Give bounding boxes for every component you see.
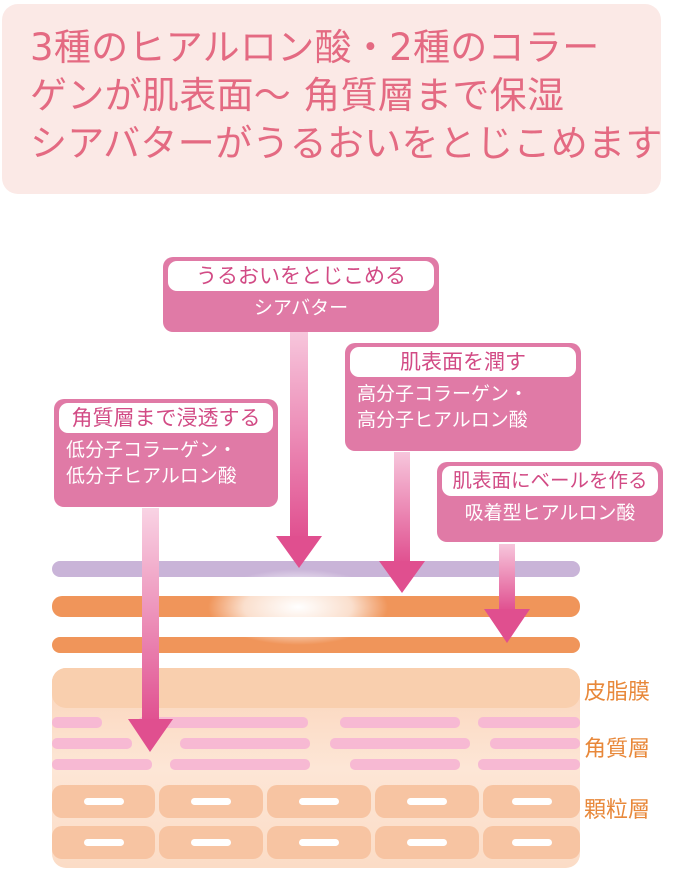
label-surface-line-1: 高分子コラーゲン・ <box>357 383 529 405</box>
label-stratum-line-1: 低分子コラーゲン・ <box>66 439 238 461</box>
label-stratum-penetration: 角質層まで浸透する 低分子コラーゲン・ 低分子ヒアルロン酸 <box>54 399 278 507</box>
label-shea-line-1: シアバター <box>253 297 349 319</box>
label-veil-line-1: 吸着型ヒアルロン酸 <box>464 502 636 524</box>
arrow-veil <box>484 544 530 643</box>
label-surface-title: 肌表面を潤す <box>350 347 576 377</box>
arrow-shea <box>276 332 322 568</box>
headline-line-3: シアバターがうるおいをとじこめます <box>30 122 663 165</box>
label-shea-title: うるおいをとじこめる <box>168 261 434 291</box>
corneum-cells <box>52 717 580 770</box>
label-veil-title: 肌表面にベールを作る <box>442 466 658 496</box>
layer-label-stratum-corneum: 角質層 <box>584 737 651 762</box>
label-stratum-title: 角質層まで浸透する <box>59 403 273 433</box>
label-stratum-line-2: 低分子ヒアルロン酸 <box>66 465 237 487</box>
granular-nuclei <box>84 798 552 846</box>
penetration-glow <box>208 569 388 645</box>
label-skin-surface: 肌表面を潤す 高分子コラーゲン・ 高分子ヒアルロン酸 <box>345 343 581 451</box>
orange-band-lower <box>52 637 580 653</box>
label-veil: 肌表面にベールを作る 吸着型ヒアルロン酸 <box>437 462 663 542</box>
label-shea-butter: うるおいをとじこめる シアバター <box>163 257 439 332</box>
label-surface-line-2: 高分子ヒアルロン酸 <box>357 409 528 431</box>
headline-line-1: 3種のヒアルロン酸・2種のコラー <box>30 26 600 69</box>
layer-label-sebum: 皮脂膜 <box>584 680 651 705</box>
lavender-band <box>52 561 580 577</box>
headline-panel: 3種のヒアルロン酸・2種のコラー ゲンが肌表面～ 角質層まで保湿 シアバターがう… <box>2 4 663 194</box>
sebum-film-layer <box>52 668 580 708</box>
arrow-surface <box>379 452 425 593</box>
arrow-stratum <box>128 508 173 752</box>
layer-label-granular: 顆粒層 <box>584 798 651 823</box>
skin-layers <box>52 561 580 868</box>
headline-line-2: ゲンが肌表面～ 角質層まで保湿 <box>30 74 565 117</box>
